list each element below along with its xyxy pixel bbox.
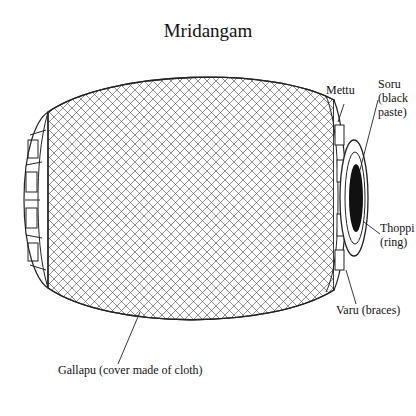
part-label: Varu (braces)	[336, 304, 414, 318]
part-label: Thoppi (ring)	[380, 222, 414, 250]
diagram-title: Mridangam	[108, 20, 308, 42]
part-label: Gallapu (cover made of cloth)	[58, 364, 258, 378]
part-label: Mettu	[326, 84, 376, 98]
part-label: Soru (black paste)	[378, 78, 414, 119]
